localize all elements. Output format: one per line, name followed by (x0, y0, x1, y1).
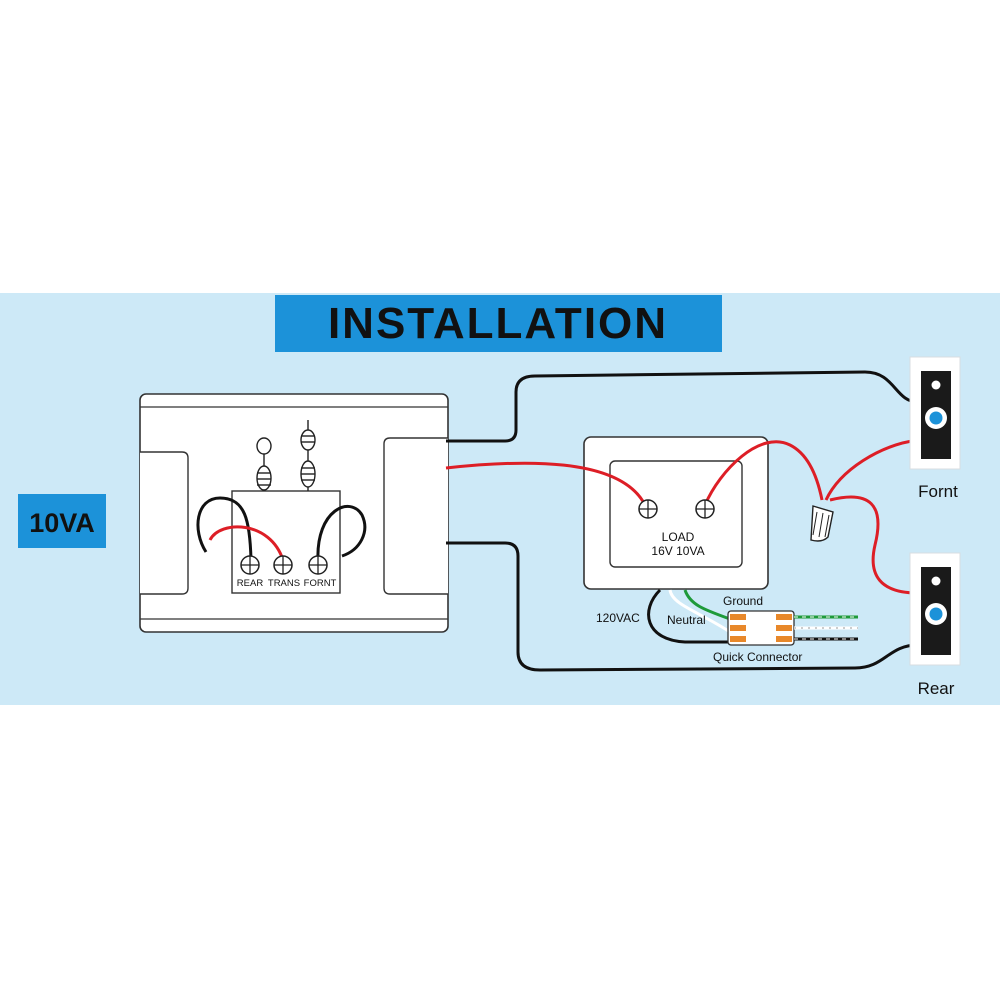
transformer-label-rating: 16V 10VA (651, 544, 704, 558)
chime-wire-red (208, 525, 285, 561)
front-doorbell-button (909, 356, 961, 470)
transformer (583, 436, 769, 590)
wire-black-mains (647, 588, 730, 644)
chime-unit (139, 393, 449, 633)
terminal-front-screw (308, 555, 328, 575)
wire-red-transformer-nut (703, 440, 824, 506)
title: INSTALLATION (328, 299, 668, 348)
rear-doorbell-button (909, 552, 961, 666)
power-badge-label: 10VA (29, 508, 95, 538)
label-quick-connector: Quick Connector (713, 650, 802, 664)
transformer-screw-right (695, 499, 715, 519)
rear-button-label: Rear (918, 679, 955, 698)
wire-nut (810, 505, 834, 542)
wire-white-neutral (668, 589, 731, 634)
title-banner (275, 295, 722, 352)
label-neutral: Neutral (667, 613, 706, 627)
wire-red-transformer-chime (445, 461, 647, 506)
wire-black-chime-rear (446, 541, 919, 672)
terminal-label-front: FORNT (304, 578, 337, 589)
terminal-trans-screw (273, 555, 293, 575)
transformer-label-load: LOAD (662, 530, 695, 544)
terminal-label-trans: TRANS (268, 578, 300, 589)
chime-wire-black-right (316, 504, 367, 561)
label-ground: Ground (723, 594, 763, 608)
power-badge (18, 494, 106, 548)
wire-red-nut-rear (829, 495, 919, 595)
terminal-label-rear: REAR (237, 578, 264, 589)
chime-springs (256, 420, 316, 491)
supply-cable (794, 615, 858, 641)
wire-black-chime-front (446, 370, 919, 443)
label-120vac: 120VAC (596, 611, 640, 625)
terminal-rear-screw (240, 555, 260, 575)
quick-connector (727, 610, 795, 646)
wire-green-ground (683, 589, 731, 621)
wire-red-nut-front (824, 438, 919, 501)
transformer-screw-left (638, 499, 658, 519)
front-button-label: Fornt (918, 482, 958, 501)
